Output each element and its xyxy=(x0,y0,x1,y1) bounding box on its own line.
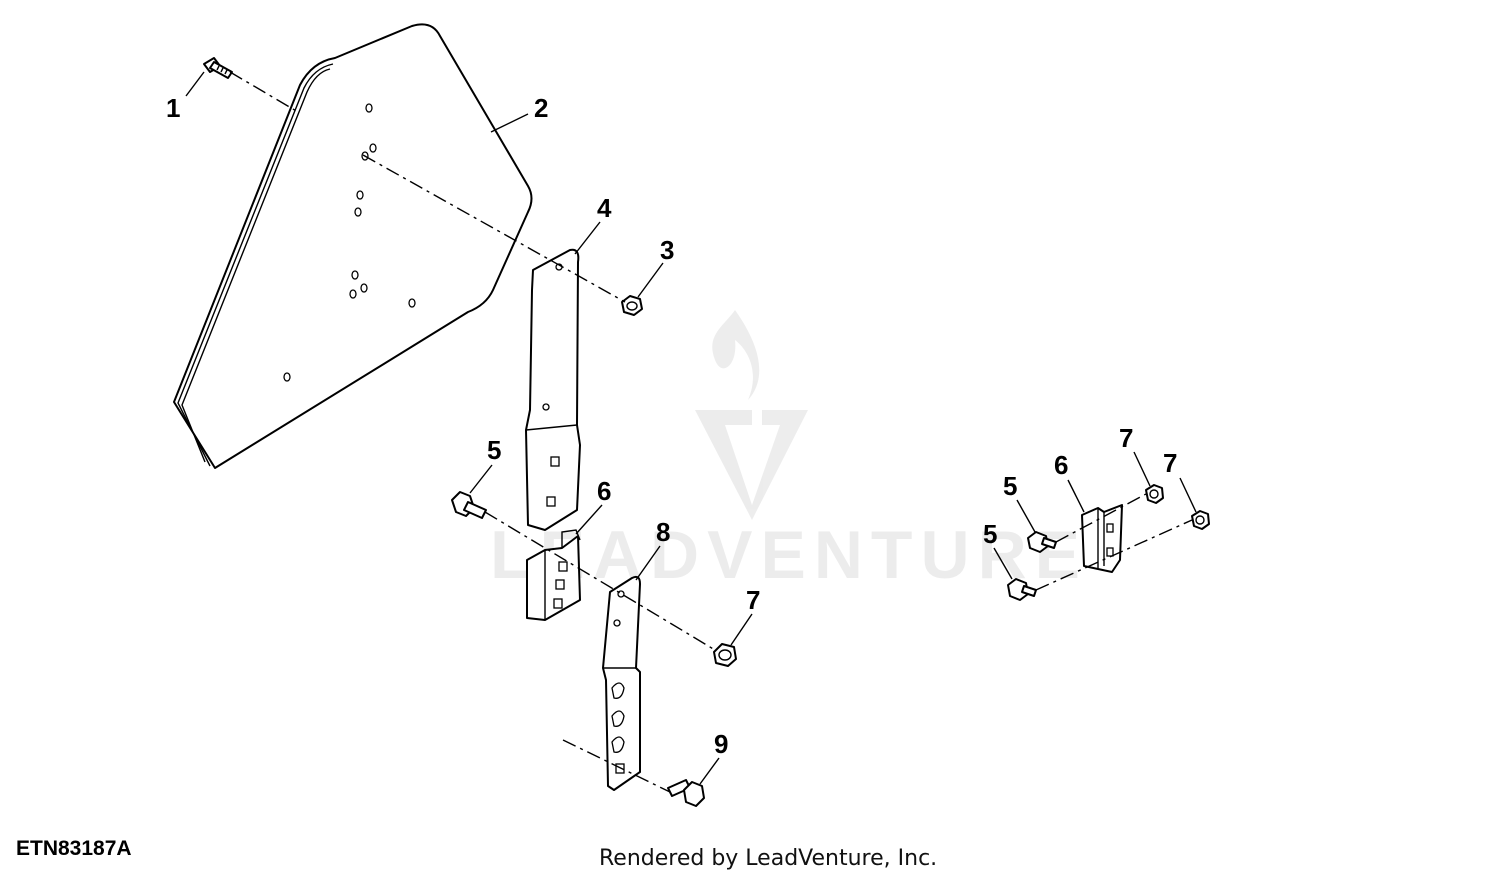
callout-2: 2 xyxy=(534,93,548,123)
bolt-part-5-right-upper xyxy=(1027,531,1057,553)
callout-5-right-upper: 5 xyxy=(1003,471,1017,501)
bolt-part-1 xyxy=(203,57,233,79)
callout-5-left: 5 xyxy=(487,435,501,465)
panel-holes xyxy=(283,103,416,382)
callout-3: 3 xyxy=(660,235,674,265)
callout-6-right: 6 xyxy=(1054,450,1068,480)
panel-plate xyxy=(173,23,533,469)
bolt-part-5-right-lower xyxy=(1007,578,1037,601)
nut-part-7-left xyxy=(713,643,737,667)
nut-part-7-right-lower xyxy=(1191,510,1210,530)
bolt-part-9 xyxy=(667,779,705,807)
callout-labels: 1 2 4 3 5 6 8 7 9 5 5 6 7 7 xyxy=(166,93,1177,759)
watermark-text: LEADVENTURE xyxy=(490,517,1088,593)
watermark: LEADVENTURE xyxy=(490,310,1088,593)
assembly-axes xyxy=(229,71,1193,793)
figure-id: ETN83187A xyxy=(16,837,132,860)
callout-9: 9 xyxy=(714,729,728,759)
bracket-part-4 xyxy=(525,248,581,531)
callout-1: 1 xyxy=(166,93,180,123)
bolt-part-5-left xyxy=(451,491,487,519)
callout-7-right-lower: 7 xyxy=(1163,448,1177,478)
clamp-part-6-right xyxy=(1081,504,1123,573)
render-credit: Rendered by LeadVenture, Inc. xyxy=(599,846,937,871)
leader-lines xyxy=(185,71,1197,785)
callout-5-right-lower: 5 xyxy=(983,519,997,549)
callout-7-right-upper: 7 xyxy=(1119,423,1133,453)
nut-part-3 xyxy=(621,295,643,316)
callout-4: 4 xyxy=(597,193,612,223)
callout-7-left: 7 xyxy=(746,585,760,615)
nut-part-7-right-upper xyxy=(1145,484,1164,504)
callout-6-left: 6 xyxy=(597,476,611,506)
bracket-part-8 xyxy=(602,575,641,791)
watermark-logo xyxy=(695,310,808,520)
callout-8: 8 xyxy=(656,517,670,547)
